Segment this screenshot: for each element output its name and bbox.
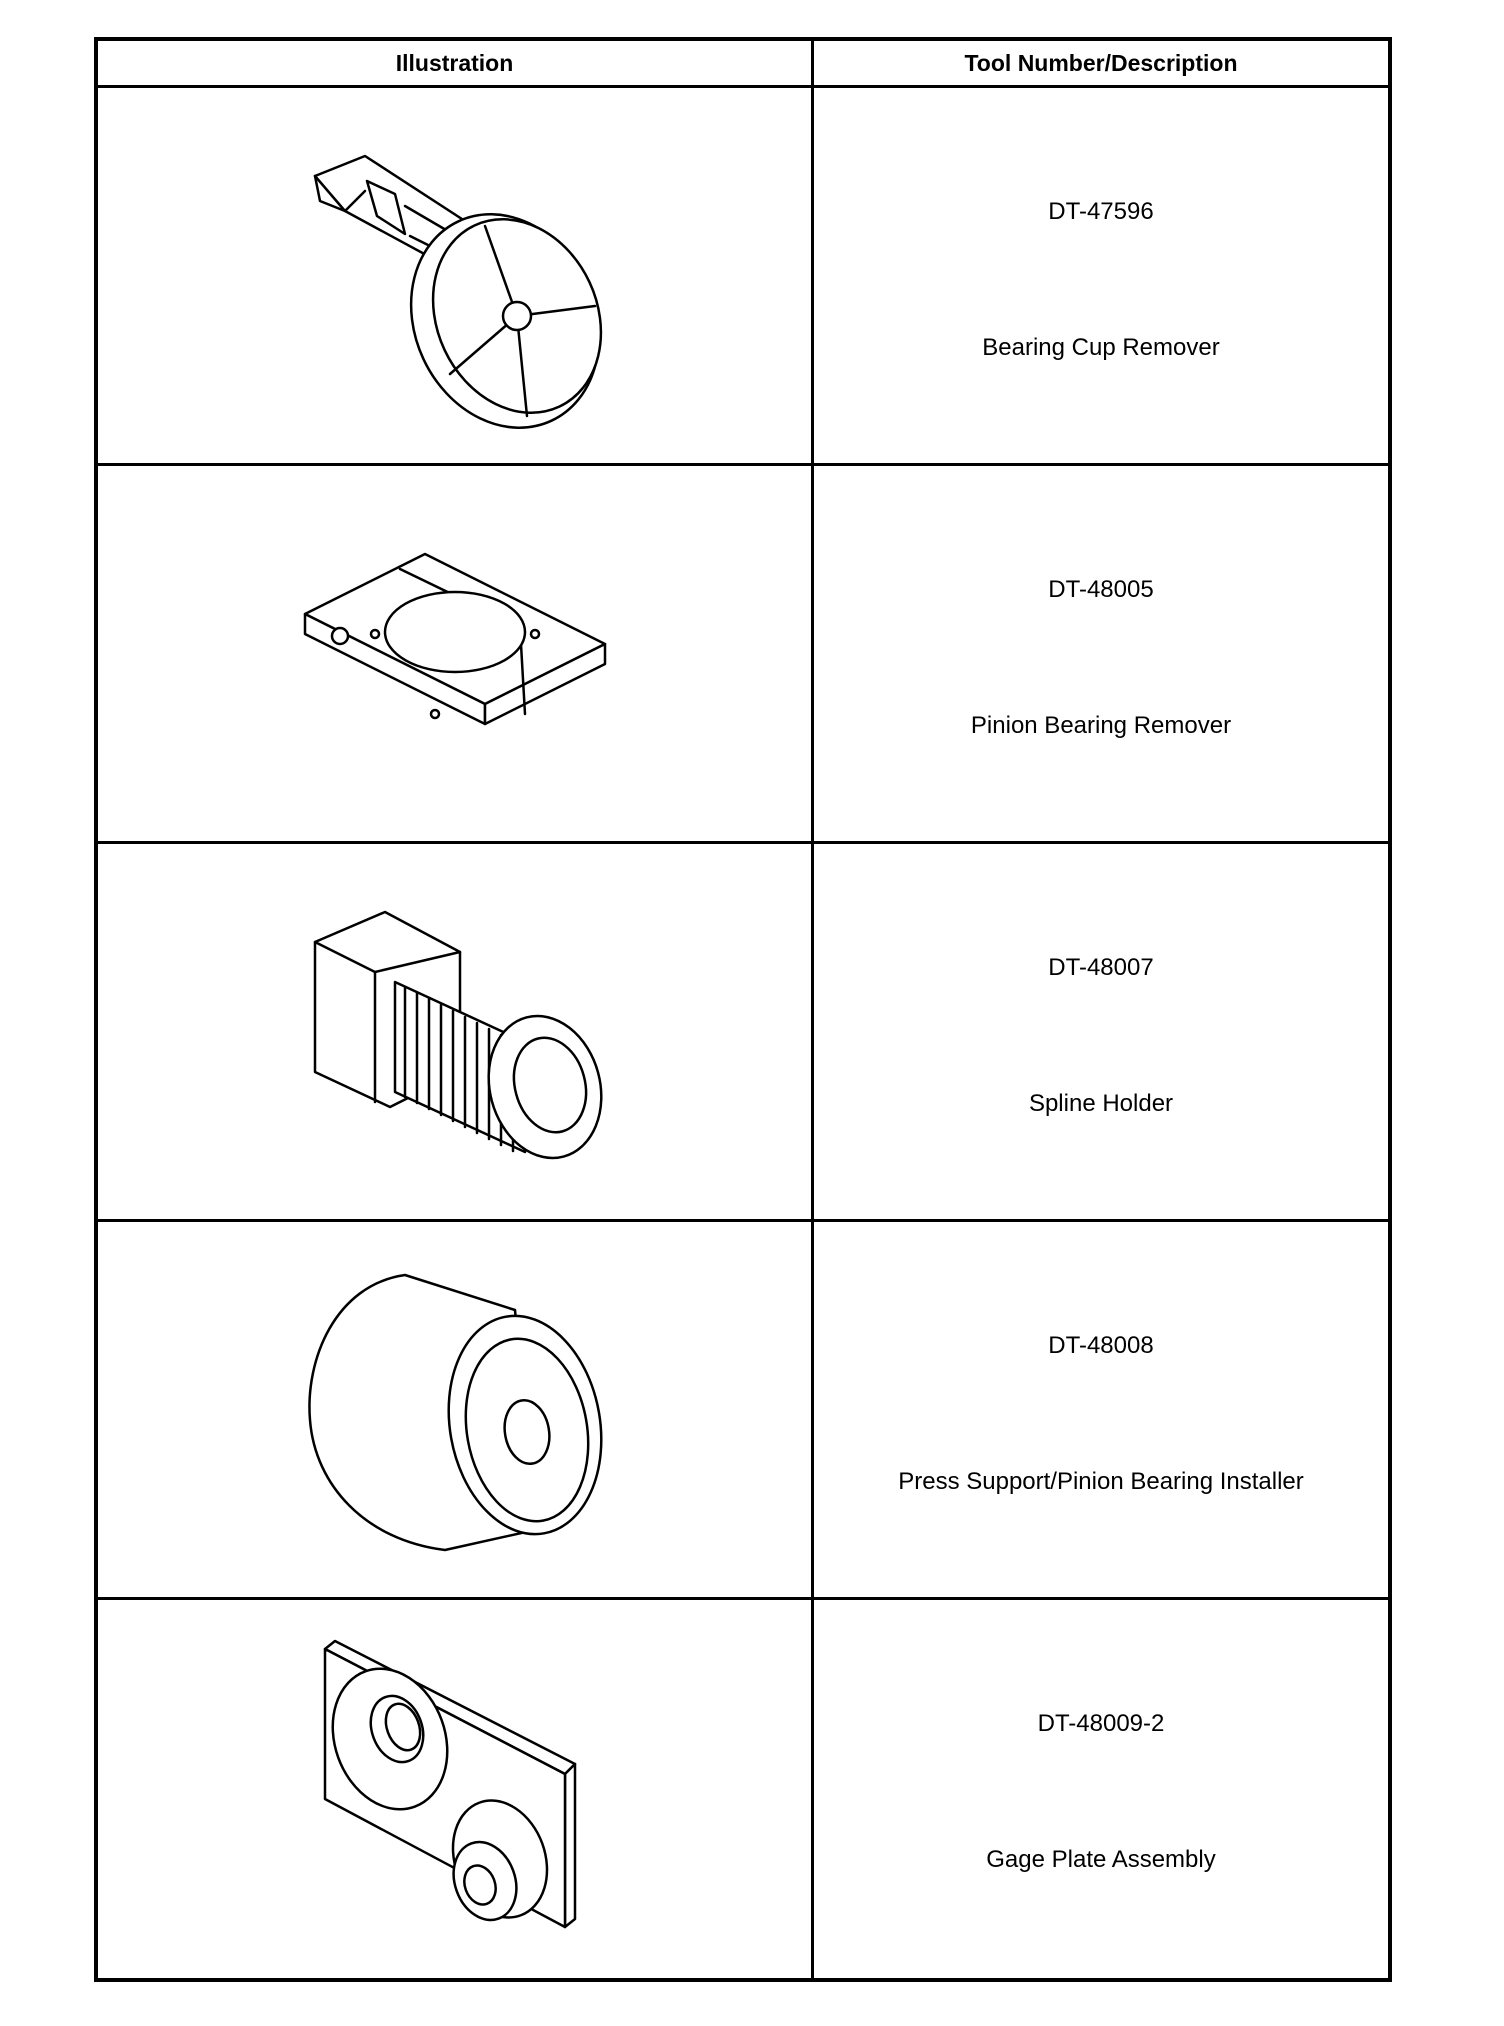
description-cell: DT-48007 Spline Holder	[814, 844, 1388, 1219]
spline-holder-icon	[313, 910, 603, 1159]
tool-description: Gage Plate Assembly	[986, 1846, 1216, 1873]
illustration-cell	[98, 844, 814, 1219]
illustration-cell	[98, 466, 814, 841]
table-row: DT-48005 Pinion Bearing Remover	[98, 466, 1388, 844]
description-cell: DT-48008 Press Support/Pinion Bearing In…	[814, 1222, 1388, 1597]
table-row: DT-48009-2 Gage Plate Assembly	[98, 1600, 1388, 1978]
illustration-cell	[98, 88, 814, 463]
description-cell: DT-48009-2 Gage Plate Assembly	[814, 1600, 1388, 1978]
header-illustration: Illustration	[98, 41, 814, 85]
tool-number: DT-48005	[1048, 576, 1154, 603]
illustration-cell	[98, 1600, 814, 1978]
bearing-cup-remover-icon	[313, 154, 602, 429]
table-header: Illustration Tool Number/Description	[98, 41, 1388, 88]
illustration-cell	[98, 1222, 814, 1597]
table-row: DT-48008 Press Support/Pinion Bearing In…	[98, 1222, 1388, 1600]
table-row: DT-47596 Bearing Cup Remover	[98, 88, 1388, 466]
tool-number: DT-47596	[1048, 198, 1154, 225]
description-cell: DT-47596 Bearing Cup Remover	[814, 88, 1388, 463]
tool-number: DT-48009-2	[1037, 1710, 1165, 1737]
header-tool-description: Tool Number/Description	[964, 49, 1238, 76]
tool-number: DT-48008	[1048, 1332, 1154, 1359]
tool-description: Press Support/Pinion Bearing Installer	[898, 1468, 1304, 1495]
description-cell: DT-48005 Pinion Bearing Remover	[814, 466, 1388, 841]
table-row: DT-48007 Spline Holder	[98, 844, 1388, 1222]
tool-number: DT-48007	[1048, 954, 1154, 981]
pinion-bearing-remover-icon	[303, 552, 606, 725]
tool-description: Spline Holder	[1028, 1090, 1174, 1117]
tool-table: Illustration Tool Number/Description	[94, 37, 1392, 1982]
press-support-icon	[307, 1273, 603, 1551]
tool-description: Pinion Bearing Remover	[970, 712, 1232, 739]
gage-plate-icon	[323, 1639, 576, 1929]
tool-description: Bearing Cup Remover	[982, 334, 1220, 361]
